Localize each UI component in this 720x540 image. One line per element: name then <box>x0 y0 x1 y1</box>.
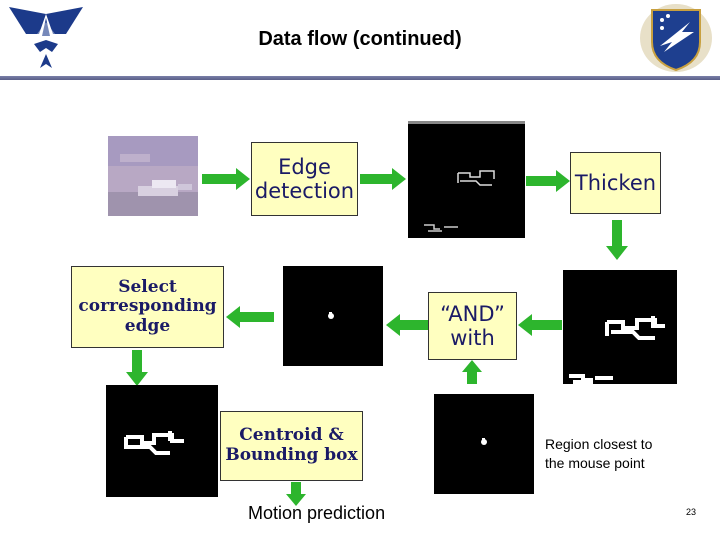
video-frame-image <box>108 136 198 216</box>
edge-detection-box: Edge detection <box>251 142 358 216</box>
page-number: 23 <box>686 507 697 517</box>
edge-map-image <box>408 121 525 238</box>
arrow-left-icon <box>518 314 562 336</box>
slide-title: Data flow (continued) <box>258 28 462 50</box>
selected-edge-image <box>106 385 218 497</box>
arrow-down-icon <box>606 220 628 260</box>
arrow-left-icon <box>386 314 430 336</box>
command-shield-icon <box>638 2 714 74</box>
thickened-edge-image <box>563 270 677 384</box>
air-force-logo-icon <box>4 4 88 70</box>
arrow-right-icon <box>360 168 406 190</box>
arrow-right-icon <box>202 168 250 190</box>
arrow-down-icon <box>126 350 148 386</box>
region-closest-caption: Region closest to the mouse point <box>545 436 653 471</box>
arrow-right-icon <box>526 170 570 192</box>
and-with-box: “AND” with <box>428 292 517 360</box>
arrow-up-icon <box>462 360 482 384</box>
thicken-box: Thicken <box>570 152 661 214</box>
arrow-left-icon <box>226 306 274 328</box>
closest-region-image <box>434 394 534 494</box>
select-edge-box: Select corresponding edge <box>71 266 224 348</box>
arrow-down-icon <box>286 482 306 506</box>
motion-prediction-caption: Motion prediction <box>248 503 386 523</box>
header-rule <box>0 76 720 80</box>
centroid-bounding-box: Centroid & Bounding box <box>220 411 363 481</box>
centroid-blob-image <box>283 266 383 366</box>
